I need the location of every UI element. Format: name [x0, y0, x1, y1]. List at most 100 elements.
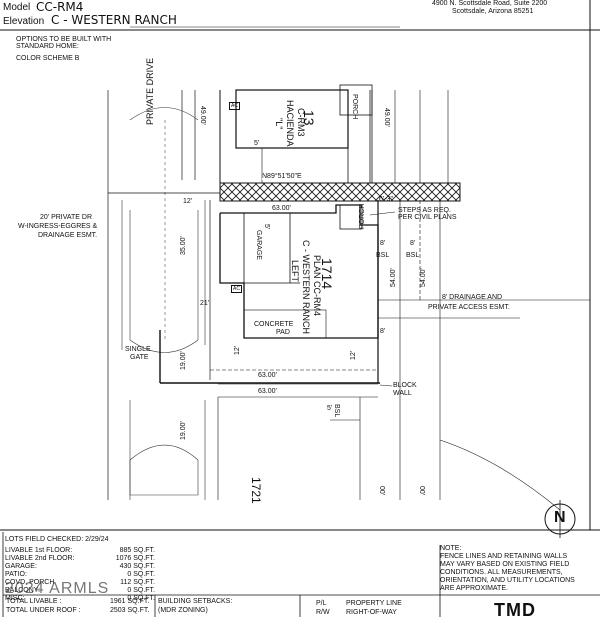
- armls-watermark: 2024 ARMLS: [5, 580, 110, 597]
- setbacks-zoning: (MDR ZONING): [158, 607, 208, 614]
- stat-label: PATIO:: [5, 571, 27, 578]
- stat-label: BALCONY:: [5, 587, 41, 594]
- company-logo: TMD: [494, 600, 536, 620]
- dim-00-b: 00': [418, 486, 425, 496]
- lots-field-checked: LOTS FIELD CHECKED: 2/29/24: [5, 536, 109, 543]
- total-livable-value: 1961 SQ.FT.: [110, 598, 150, 605]
- note-line: ORIENTATION, AND UTILITY LOCATIONS: [440, 577, 575, 584]
- bsl-a: BSL: [376, 252, 390, 259]
- stat-value: 430 SQ.FT.: [119, 563, 155, 570]
- bsl-b: BSL: [406, 252, 420, 259]
- dim-63-top: 63.00': [272, 205, 291, 212]
- area-stats: LOTS FIELD CHECKED: 2/29/24 LIVABLE 1st …: [5, 536, 155, 603]
- dim-8-a: 8': [380, 240, 386, 247]
- stat-row: COVD. PORCH 112 SQ.FT.: [5, 579, 155, 587]
- dim-63-mid: 63.00': [258, 372, 277, 379]
- bsl-c: BSL: [333, 404, 340, 418]
- porch-upper-label: PORCH: [351, 94, 358, 120]
- block-wall-2: WALL: [393, 390, 412, 397]
- stat-value: 0 SQ.FT.: [127, 571, 155, 578]
- stat-row: PATIO: 0 SQ.FT.: [5, 571, 155, 579]
- setbacks-title: BUILDING SETBACKS:: [158, 598, 233, 605]
- porch-label: PORCH: [359, 203, 366, 229]
- dim-12-c: 12': [350, 350, 357, 360]
- stat-value: 0 SQ.FT.: [127, 587, 155, 594]
- elevation-label: Elevation: [3, 16, 45, 27]
- stat-value: 112 SQ.FT.: [120, 579, 155, 586]
- stat-value: 1076 SQ.FT.: [115, 555, 155, 562]
- stat-label: COVD. PORCH: [5, 579, 55, 586]
- bearing-label: N89°51'50"E: [262, 173, 302, 180]
- dim-19-b: 19.00': [180, 421, 187, 440]
- lot-13-side: "L": [274, 118, 284, 130]
- note-line: FENCE LINES AND RETAINING WALLS: [440, 553, 568, 560]
- stat-row: BALCONY: 0 SQ.FT.: [5, 587, 155, 595]
- stat-label: LIVABLE 2nd FLOOR:: [5, 555, 75, 562]
- ac-unit-2: AC: [231, 285, 242, 293]
- concrete-pad-2: PAD: [276, 329, 290, 336]
- dim-49-left: 49.00': [199, 106, 206, 125]
- address-line-2: Scottsdale, Arizona 85251: [452, 8, 534, 15]
- stat-row: LIVABLE 2nd FLOOR: 1076 SQ.FT.: [5, 555, 155, 563]
- notes-title: NOTE:: [440, 545, 462, 552]
- dim-8-b: 8': [410, 240, 416, 247]
- legend-rw-text: RIGHT-OF-WAY: [346, 609, 397, 616]
- dim-35: 35.00': [180, 236, 187, 255]
- total-roof-value: 2503 SQ.FT.: [110, 607, 150, 614]
- dim-00-a: 00': [378, 486, 385, 496]
- private-dr-note-2: W-INGRESS-EGGRES &: [18, 223, 98, 230]
- stat-label: GARAGE:: [5, 563, 37, 570]
- legend-pl-abbr: P/L: [316, 600, 327, 607]
- color-scheme: COLOR SCHEME B: [16, 55, 80, 62]
- stat-label: LIVABLE 1st FLOOR:: [5, 547, 73, 554]
- private-dr-note-1: 20' PRIVATE DR: [40, 214, 93, 221]
- north-arrow-icon: N: [554, 509, 566, 526]
- legend-pl-text: PROPERTY LINE: [346, 600, 402, 607]
- steps-note-2: PER CIVIL PLANS: [398, 214, 457, 221]
- concrete-pad-1: CONCRETE: [254, 321, 294, 328]
- elevation-value: C - WESTERN RANCH: [51, 13, 177, 27]
- dim-8-c: 8': [380, 328, 386, 335]
- lot-1721-number: 1721: [249, 477, 263, 504]
- lot-1714-style: C - WESTERN RANCH: [301, 240, 311, 334]
- lot-13-style: HACIENDA: [285, 100, 295, 147]
- stat-row: LIVABLE 1st FLOOR: 885 SQ.FT.: [5, 547, 155, 555]
- garage-dim: 5': [263, 224, 270, 230]
- total-livable-label: TOTAL LIVABLE :: [6, 598, 62, 605]
- dim-63-bot: 63.00': [258, 388, 277, 395]
- ac-unit-1: AC: [229, 102, 240, 110]
- stat-row: MISC: 0 SQ.FT.: [5, 595, 155, 603]
- dim-54-b: 54.00': [420, 268, 427, 287]
- dim-54-a: 54.00': [390, 268, 397, 287]
- options-line-2: STANDARD HOME:: [16, 43, 79, 50]
- dim-5-b: 5': [327, 405, 333, 412]
- total-roof-label: TOTAL UNDER ROOF :: [6, 607, 81, 614]
- private-dr-note-3: DRAINAGE ESMT.: [38, 232, 98, 239]
- steps-note-1: STEPS AS REQ.: [398, 207, 451, 214]
- address-line-1: 4900 N. Scottsdale Road, Suite 2200: [432, 0, 548, 7]
- note-line: CONDITIONS. ALL MEASUREMENTS,: [440, 569, 563, 576]
- lot-13-plan: C-RM3: [296, 108, 306, 137]
- dim-21: 21': [200, 300, 210, 307]
- dim-12-b: 12': [234, 345, 241, 355]
- stat-label: MISC:: [5, 595, 25, 602]
- single-gate-2: GATE: [130, 354, 149, 361]
- lot-1714-plan: PLAN CC-RM4: [312, 255, 322, 317]
- dim-19-a: 19.00': [180, 351, 187, 370]
- block-wall-1: BLOCK: [393, 382, 417, 389]
- model-value: CC-RM4: [36, 0, 84, 14]
- single-gate-1: SINGLE: [125, 346, 151, 353]
- dim-5-a: 5': [254, 140, 260, 147]
- options-line-1: OPTIONS TO BE BUILT WITH: [16, 36, 112, 43]
- note-line: MAY VARY BASED ON EXISTING FIELD: [440, 561, 570, 568]
- dim-12: 12': [183, 198, 193, 205]
- dim-49-right: 49.00': [383, 108, 390, 127]
- model-label: Model: [3, 2, 31, 13]
- dim-6-3: 6'-3": [379, 196, 393, 203]
- stat-value: 885 SQ.FT.: [119, 547, 155, 554]
- drainage-note-1: 8' DRAINAGE AND: [442, 294, 503, 301]
- note-line: ARE APPROXIMATE.: [440, 585, 508, 592]
- stat-value: 0 SQ.FT.: [127, 595, 155, 602]
